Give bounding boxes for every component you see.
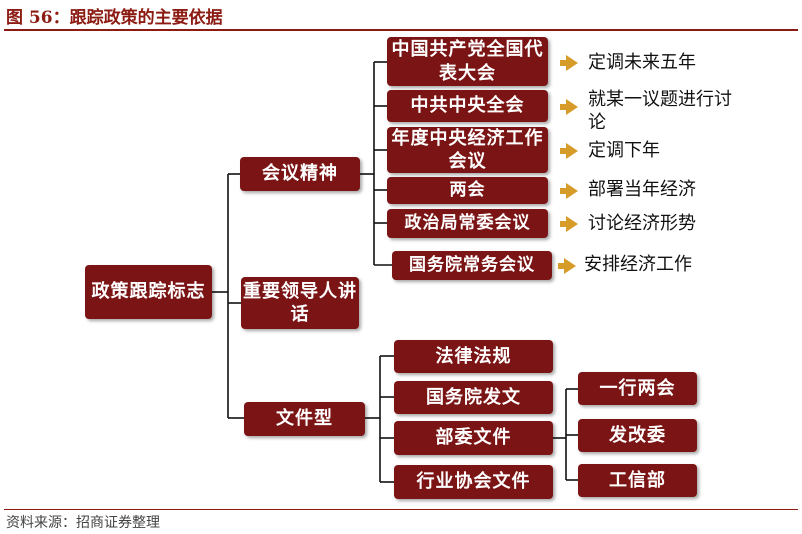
- node-ministry-2: 发改委: [578, 419, 697, 452]
- arrow-right-icon: [560, 143, 578, 159]
- arrow-right-icon: [560, 216, 578, 232]
- arrow-right-icon: [560, 99, 578, 115]
- node-meeting-4: 两会: [387, 177, 548, 204]
- node-meeting-2: 中共中央全会: [387, 90, 548, 122]
- source-note: 资料来源：招商证券整理: [6, 515, 160, 531]
- root-node: 政策跟踪标志: [85, 265, 212, 319]
- figure-title: 图 56：跟踪政策的主要依据: [6, 8, 223, 28]
- arrow-right-icon: [558, 258, 576, 274]
- node-ministry-3: 工信部: [578, 464, 697, 497]
- node-leader-speech: 重要领导人讲话: [241, 277, 359, 329]
- node-doc-2: 国务院发文: [394, 381, 553, 414]
- note-meeting-6: 安排经济工作: [584, 254, 692, 275]
- arrow-right-icon: [560, 55, 578, 71]
- node-doc-1: 法律法规: [394, 340, 553, 373]
- node-meeting-6: 国务院常务会议: [392, 251, 552, 280]
- note-meeting-3: 定调下年: [588, 140, 660, 161]
- note-meeting-1: 定调未来五年: [588, 52, 696, 73]
- node-ministry-1: 一行两会: [578, 372, 697, 405]
- node-meeting-3: 年度中央经济工作会议: [387, 127, 548, 173]
- note-meeting-2: 就某一议题进行讨论: [588, 89, 732, 133]
- node-doc-4: 行业协会文件: [394, 465, 553, 499]
- note-meeting-5: 讨论经济形势: [588, 213, 696, 234]
- top-rule: [4, 29, 798, 31]
- arrow-right-icon: [560, 183, 578, 199]
- node-document-type: 文件型: [244, 402, 365, 436]
- node-meeting-1: 中国共产党全国代表大会: [387, 37, 548, 86]
- node-meeting-spirit: 会议精神: [240, 157, 360, 191]
- bottom-rule: [4, 509, 798, 510]
- note-meeting-4: 部署当年经济: [588, 179, 696, 200]
- node-meeting-5: 政治局常委会议: [387, 209, 548, 238]
- node-doc-3: 部委文件: [394, 421, 553, 455]
